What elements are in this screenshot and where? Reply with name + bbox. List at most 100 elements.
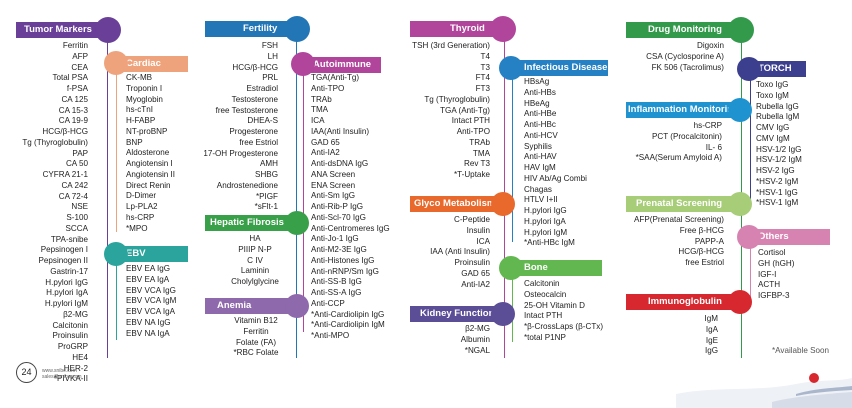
decorative-wave-graphic bbox=[676, 373, 852, 408]
test-item: *Anti-Cardiolipin IgM bbox=[311, 320, 385, 330]
immuno-band: Immunoglobulin bbox=[626, 294, 746, 310]
test-item: Anti-HBe bbox=[524, 109, 557, 119]
test-item: Albumin bbox=[460, 334, 490, 344]
glyco-title: Glyco Metabolism bbox=[414, 198, 496, 209]
test-item: Ferritin bbox=[243, 326, 269, 336]
test-item: *RBC Folate bbox=[233, 348, 279, 358]
test-item: Pepsinogen II bbox=[38, 256, 89, 265]
test-item: Ferritin bbox=[62, 41, 88, 50]
test-item: *HSV-1 IgM bbox=[756, 198, 799, 208]
test-item: H.pylori IgG bbox=[524, 206, 567, 215]
test-item: ANA Screen bbox=[311, 169, 356, 179]
test-item: PAP bbox=[72, 148, 88, 158]
test-item: PAPP-A bbox=[694, 236, 724, 246]
test-item: HTLV I+II bbox=[524, 195, 558, 205]
thyroid-title: Thyroid bbox=[450, 23, 485, 34]
test-item: HAV IgM bbox=[524, 163, 556, 172]
test-item: H.pylori IgA bbox=[524, 216, 566, 226]
infectious-band: Infectious Disease bbox=[512, 60, 608, 76]
test-item: TRAb bbox=[311, 94, 332, 104]
glyco-dot bbox=[491, 192, 515, 216]
test-item: LH bbox=[267, 51, 278, 61]
test-item: Aldosterone bbox=[126, 148, 170, 158]
test-item: EBV EA IgA bbox=[126, 274, 170, 284]
test-item: *PIGF bbox=[255, 191, 278, 201]
test-item: AMH bbox=[260, 159, 278, 169]
ebv-title: EBV bbox=[126, 248, 146, 259]
test-item: BNP bbox=[126, 137, 143, 147]
test-item: PCT (Procalcitonin) bbox=[651, 131, 722, 141]
test-item: EBV VCA IgG bbox=[126, 285, 176, 295]
test-item: IGF-I bbox=[758, 269, 777, 279]
test-item: Troponin I bbox=[126, 83, 163, 93]
test-item: C IV bbox=[247, 255, 263, 265]
test-item: Anti-HBc bbox=[524, 120, 556, 129]
test-item: CMV IgM bbox=[756, 133, 790, 143]
torch-line bbox=[750, 72, 752, 206]
test-item: Anti-Histones IgG bbox=[311, 255, 375, 265]
test-item: Calcitonin bbox=[524, 279, 560, 288]
test-item: Pepsinogen I bbox=[40, 245, 88, 255]
test-item: CA 15-3 bbox=[58, 105, 88, 115]
test-item: Androstenedione bbox=[216, 180, 278, 190]
test-item: free Estriol bbox=[239, 137, 278, 147]
test-item: 17-OH Progesterone bbox=[203, 148, 278, 158]
immuno-dot bbox=[728, 290, 752, 314]
anemia-title: Anemia bbox=[217, 300, 252, 311]
autoimmune-band: Autoimmune bbox=[303, 57, 381, 73]
test-item: FT3 bbox=[475, 84, 490, 93]
inflammation-dot bbox=[728, 98, 752, 122]
test-item: Anti-SS-A IgG bbox=[311, 288, 362, 297]
test-item: CA 72-4 bbox=[58, 191, 88, 201]
test-item: Free β-HCG bbox=[679, 225, 724, 235]
test-item: NT-proBNP bbox=[126, 126, 168, 136]
test-item: hs-CRP bbox=[693, 121, 722, 130]
drug-title: Drug Monitoring bbox=[648, 24, 722, 35]
test-item: *Anti-HBc IgM bbox=[524, 238, 575, 248]
test-item: Toxo IgM bbox=[756, 90, 789, 100]
others-line bbox=[750, 244, 752, 298]
ebv-dot bbox=[104, 242, 128, 266]
test-item: IgG bbox=[704, 346, 718, 356]
footer-contact: www.snibe.com sales@snibe.com bbox=[42, 368, 82, 380]
test-item: C-Peptide bbox=[454, 215, 490, 224]
test-item: ICA bbox=[476, 236, 491, 246]
cardiac-band: Cardiac bbox=[116, 56, 188, 72]
test-item: ACTH bbox=[758, 280, 781, 290]
test-item: EBV VCA IgA bbox=[126, 307, 176, 316]
test-item: FK 506 (Tacrolimus) bbox=[651, 62, 724, 72]
test-item: Angiotensin II bbox=[126, 169, 176, 179]
test-item: HCG/β-HCG bbox=[42, 127, 88, 136]
torch-title: TORCH bbox=[758, 63, 792, 74]
test-item: CEA bbox=[71, 62, 88, 72]
fertility-dot bbox=[284, 16, 310, 42]
test-item: HE4 bbox=[72, 352, 88, 362]
test-item: free Estriol bbox=[685, 258, 724, 267]
test-item: CSA (Cyclosporine A) bbox=[646, 51, 724, 61]
anemia-dot bbox=[285, 294, 309, 318]
test-item: CMV IgG bbox=[756, 123, 790, 132]
torch-band: TORCH bbox=[750, 61, 806, 77]
test-item: EBV EA IgG bbox=[126, 264, 171, 273]
kidney-dot bbox=[491, 302, 515, 326]
test-item: CYFRA 21-1 bbox=[42, 170, 88, 179]
test-item: EBV NA IgG bbox=[126, 317, 171, 327]
red-ball-icon bbox=[809, 373, 819, 383]
test-item: ProGRP bbox=[57, 342, 88, 351]
thyroid-dot bbox=[490, 16, 516, 42]
autoimmune-dot bbox=[291, 52, 315, 76]
anemia-band: Anemia bbox=[205, 298, 301, 314]
test-item: HCG/β-HCG bbox=[678, 247, 724, 257]
test-item: *β-CrossLaps (β-CTx) bbox=[524, 322, 604, 331]
footer-email: sales@snibe.com bbox=[42, 374, 82, 380]
test-item: *Anti-Cardiolipin IgG bbox=[311, 309, 385, 319]
